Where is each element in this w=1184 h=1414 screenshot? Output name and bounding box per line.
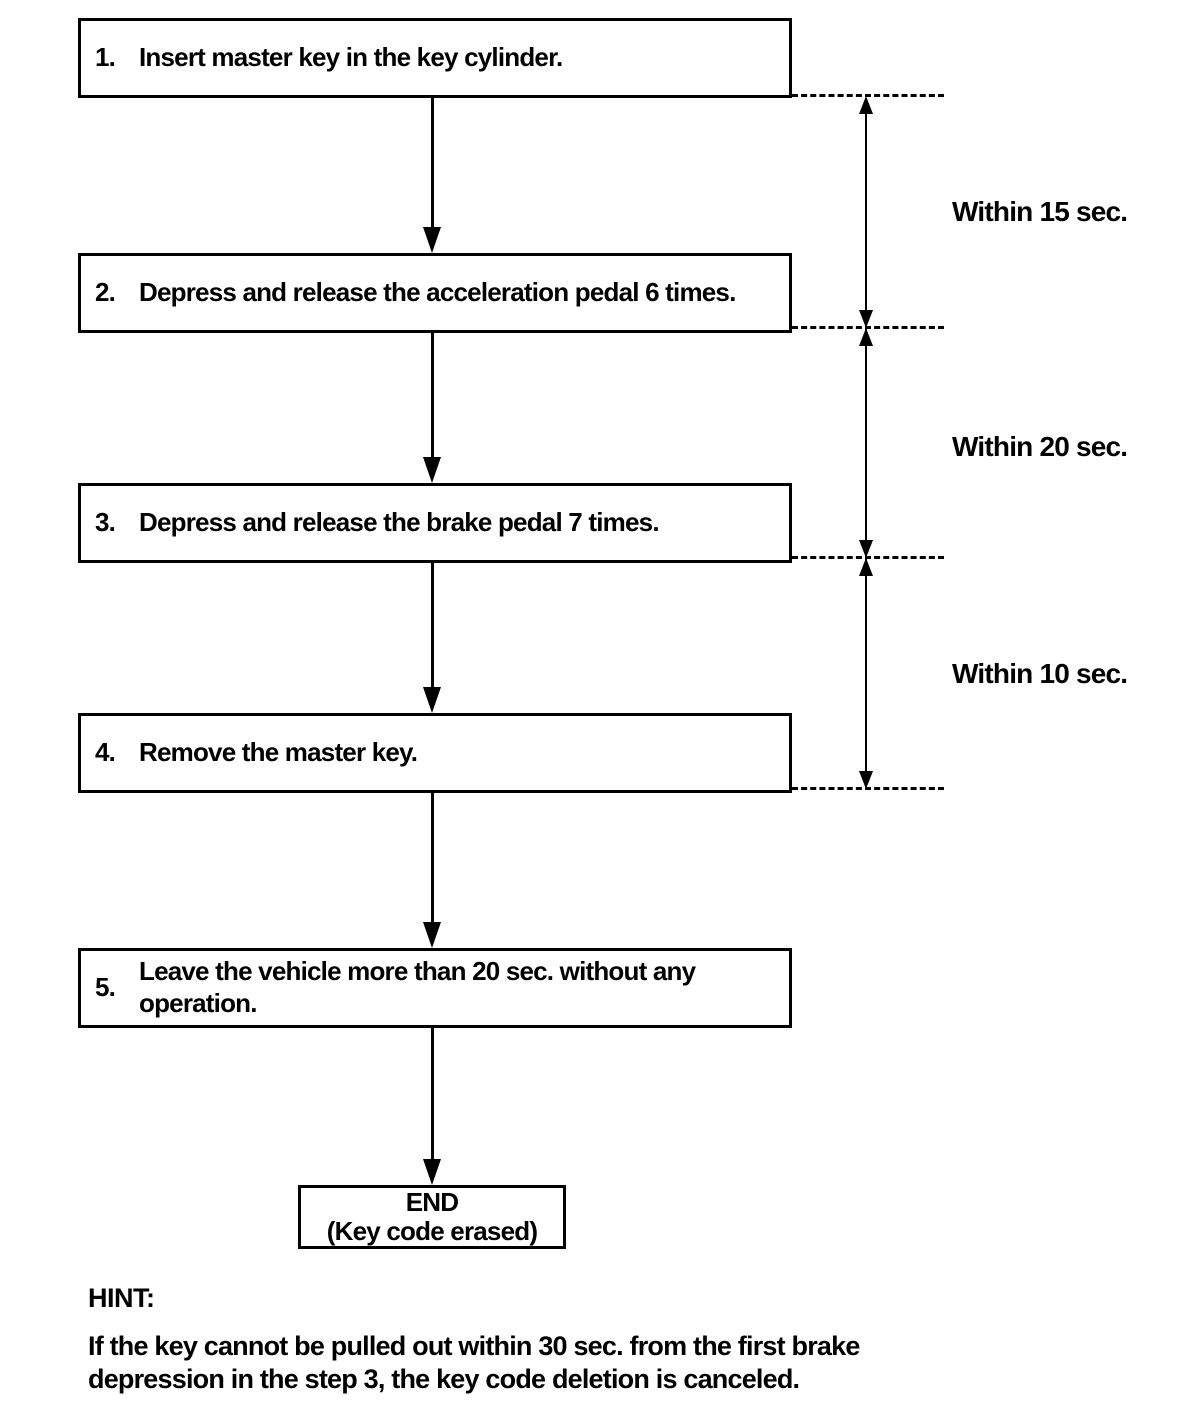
step-box-5: 5. Leave the vehicle more than 20 sec. w… [78, 948, 792, 1028]
timing-label-10sec: Within 10 sec. [952, 658, 1128, 689]
hint-body: If the key cannot be pulled out within 3… [88, 1331, 860, 1394]
end-title: END [405, 1186, 459, 1217]
dashed-extension-line-1 [792, 94, 944, 97]
end-subtitle: (Key code erased) [326, 1216, 538, 1246]
step-number: 1. [95, 42, 116, 73]
step-text: Leave the vehicle more than 20 sec. with… [139, 956, 696, 1018]
step-number: 2. [95, 277, 116, 308]
step-box-1: 1. Insert master key in the key cylinder… [78, 18, 792, 98]
connector-line-1 [431, 98, 434, 229]
arrow-down-icon [859, 310, 873, 328]
arrow-down-icon [423, 457, 441, 483]
arrow-up-icon [859, 96, 873, 114]
dimension-line-1 [865, 98, 867, 326]
arrow-up-icon [859, 558, 873, 576]
arrow-down-icon [423, 1159, 441, 1185]
step-text: Remove the master key. [139, 737, 418, 768]
arrow-down-icon [859, 540, 873, 558]
step-number: 3. [95, 507, 116, 538]
step-box-2: 2. Depress and release the acceleration … [78, 253, 792, 333]
hint-title: HINT: [88, 1283, 155, 1313]
step-text: Depress and release the brake pedal 7 ti… [139, 507, 660, 538]
arrow-down-icon [423, 922, 441, 948]
timing-label-15sec: Within 15 sec. [952, 196, 1128, 227]
connector-line-3 [431, 560, 434, 689]
step-text: Depress and release the acceleration ped… [139, 277, 736, 308]
dimension-line-3 [865, 558, 867, 787]
arrow-down-icon [859, 771, 873, 789]
arrow-down-icon [423, 227, 441, 253]
connector-line-4 [431, 790, 434, 924]
end-box: END (Key code erased) [298, 1185, 566, 1249]
timing-label-20sec: Within 20 sec. [952, 431, 1128, 462]
connector-line-2 [431, 330, 434, 459]
step-number: 5. [95, 972, 116, 1003]
step-number: 4. [95, 737, 116, 768]
step-text: Insert master key in the key cylinder. [139, 42, 563, 73]
step-box-4: 4. Remove the master key. [78, 713, 792, 793]
step-box-3: 3. Depress and release the brake pedal 7… [78, 483, 792, 563]
arrow-up-icon [859, 328, 873, 346]
dimension-line-2 [865, 328, 867, 556]
arrow-down-icon [423, 687, 441, 713]
connector-line-5 [431, 1025, 434, 1161]
